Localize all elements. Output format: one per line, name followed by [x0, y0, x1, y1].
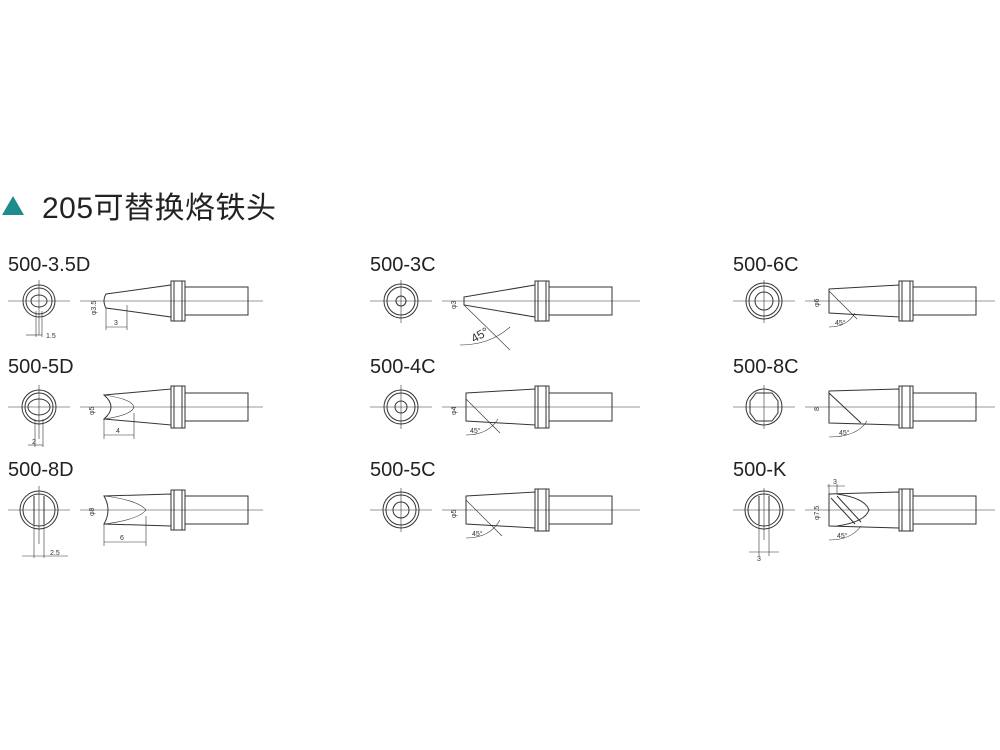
tip-500-3-5d: 500-3.5D 1.5 3 φ3.5	[8, 255, 318, 355]
dim-label: φ8	[89, 507, 96, 516]
tip-model-label: 500-5C	[370, 459, 436, 481]
tip-500-4c: 500-4C 45° φ4	[370, 357, 680, 457]
dim-label: φ3.5	[91, 301, 98, 315]
dim-label: 45°	[472, 530, 483, 538]
tip-model-label: 500-8D	[8, 459, 74, 481]
tip-drawing: 45° φ5	[370, 488, 640, 539]
triangle-bullet-icon	[2, 195, 24, 215]
dim-label: 45°	[837, 532, 848, 540]
tip-drawing: 45° φ4	[370, 385, 640, 436]
dim-label: 45°	[839, 429, 850, 437]
dim-label: 45°	[469, 324, 492, 345]
section-header: 205可替换烙铁头	[0, 183, 277, 227]
tip-drawing: 2.5 6 φ8	[8, 486, 263, 558]
tip-drawing: 1.5 3 φ3.5	[8, 280, 263, 340]
dim-label: 45°	[835, 319, 846, 327]
tip-drawing: 45° φ3	[370, 280, 640, 351]
dim-label: 2	[32, 439, 36, 446]
tip-500-k: 500-K 3 3 45° φ7.5	[733, 459, 1000, 563]
tip-model-label: 500-6C	[733, 254, 799, 276]
tip-500-6c: 500-6C 45° φ6	[733, 255, 1000, 355]
tip-model-label: 500-8C	[733, 356, 799, 378]
tip-model-label: 500-5D	[8, 356, 74, 378]
tip-drawing: 45° 8	[733, 385, 995, 438]
tip-model-label: 500-K	[733, 459, 787, 481]
dim-label: 6	[120, 535, 124, 542]
dim-label: φ3	[451, 300, 458, 309]
dim-label: φ5	[451, 509, 458, 518]
dim-label: φ6	[814, 298, 821, 307]
dim-label: φ4	[451, 406, 458, 415]
dim-label: φ7.5	[814, 506, 821, 520]
tip-500-8c: 500-8C 45° 8	[733, 357, 1000, 457]
dim-label: 3	[757, 556, 761, 563]
dim-label: 3	[114, 320, 118, 327]
tip-model-label: 500-3.5D	[8, 254, 91, 276]
tip-drawing: 3 3 45° φ7.5	[733, 479, 995, 563]
tip-drawing: 2 4 φ5	[8, 385, 263, 447]
tip-500-5d: 500-5D 2 4 φ5	[8, 357, 318, 457]
dim-label: 2.5	[50, 550, 60, 557]
dim-label: φ5	[89, 406, 96, 415]
tip-drawing: 45° φ6	[733, 280, 995, 328]
dim-label: 4	[116, 428, 120, 435]
tip-500-8d: 500-8D 2.5 6 φ8	[8, 460, 318, 560]
dim-label: 45°	[470, 427, 481, 435]
dim-label: 3	[833, 479, 837, 486]
tip-model-label: 500-4C	[370, 356, 436, 378]
tip-500-5c: 500-5C 45° φ5	[370, 460, 680, 560]
dim-label: 8	[814, 407, 821, 411]
section-title: 205可替换烙铁头	[42, 192, 277, 225]
dim-label: 1.5	[46, 333, 56, 340]
tip-model-label: 500-3C	[370, 254, 436, 276]
tip-500-3c: 500-3C 45° φ3	[370, 255, 680, 355]
